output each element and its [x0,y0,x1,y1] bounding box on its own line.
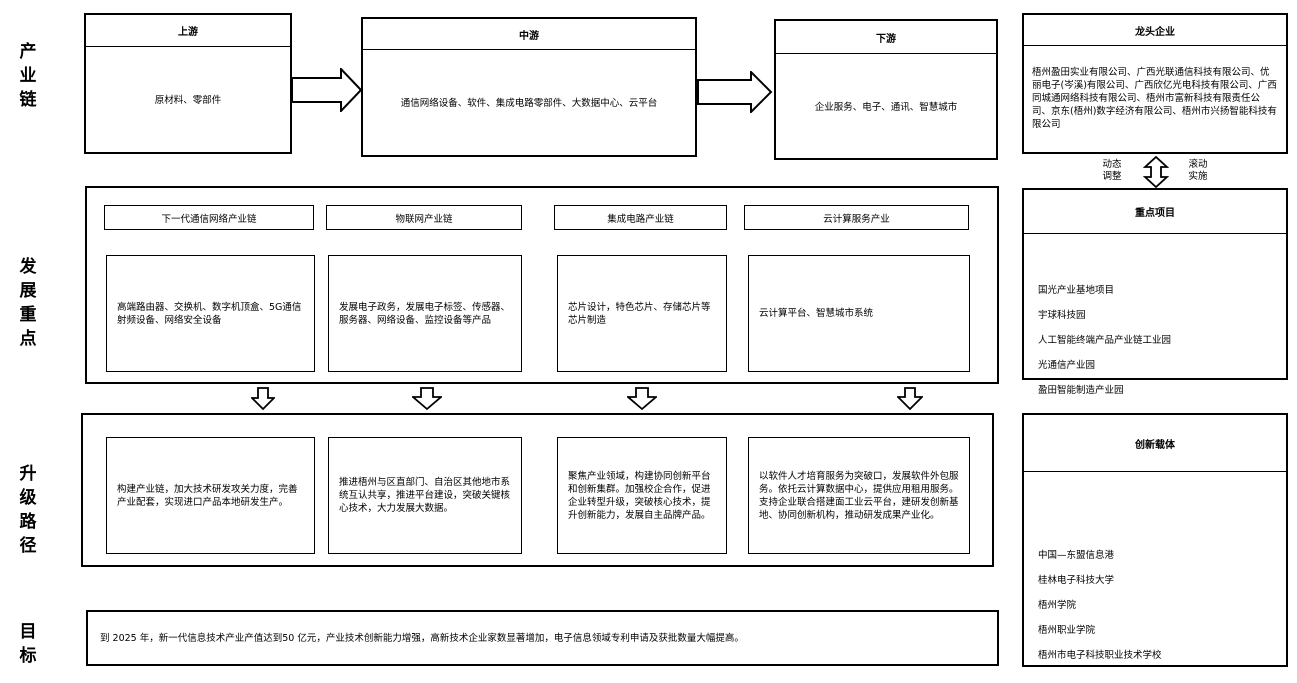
category-ic: 集成电路产业链 [554,205,727,230]
arrow-down-4 [897,387,923,411]
path-detail-1: 构建产业链，加大技术研发攻关力度，完善产业配套，实现进口产品本地研发生产。 [106,437,315,554]
focus-detail-next-gen-network: 高端路由器、交换机、数字机顶盒、5G通信射频设备、网络安全设备 [106,255,315,372]
upstream-content: 原材料、零部件 [154,95,222,106]
downstream-content: 企业服务、电子、通讯、智慧城市 [814,101,958,113]
midstream-box: 中游 通信网络设备、软件、集成电路零部件、大数据中心、云平台 [361,17,697,157]
midstream-title: 中游 [363,19,695,50]
category-iot: 物联网产业链 [326,205,522,230]
path-detail-2: 推进梧州与区直部门、自治区其他地市系统互认共享，推进平台建设，突破关键核心技术，… [328,437,522,554]
focus-detail-cloud: 云计算平台、智慧城市系统 [748,255,970,372]
midstream-content: 通信网络设备、软件、集成电路零部件、大数据中心、云平台 [400,98,658,109]
innovation-item: 中国—东盟信息港 [1038,549,1115,561]
key-project-item: 人工智能终端产品产业链工业园 [1038,334,1172,346]
innovation-carriers-title: 创新载体 [1024,415,1286,472]
key-project-item: 国光产业基地项目 [1038,284,1115,296]
key-project-item: 宇球科技园 [1038,309,1086,321]
dynamic-adjust-label: 动态 调整 [1102,159,1122,182]
category-cloud: 云计算服务产业 [744,205,969,230]
side-label-industry-chain: 产 业 链 [19,42,37,110]
side-label-goal: 目 标 [19,622,37,666]
focus-detail-iot: 发展电子政务，发展电子标签、传感器、服务器、网络设备、监控设备等产品 [328,255,522,372]
key-projects-box: 重点项目 国光产业基地项目 宇球科技园 人工智能终端产品产业链工业园 光通信产业… [1022,188,1288,396]
innovation-carriers-box: 创新载体 中国—东盟信息港 桂林电子科技大学 梧州学院 梧州职业学院 梧州市电子… [1022,413,1288,667]
innovation-item: 梧州学院 [1038,599,1077,611]
path-detail-4: 以软件人才培育服务为突破口，发展软件外包服务。依托云计算数据中心，提供应用租用服… [748,437,970,554]
double-arrow-icon [1143,156,1169,188]
arrow-right-1 [291,68,363,112]
side-label-development-focus: 发 展 重 点 [19,257,37,349]
side-label-upgrade-path: 升 级 路 径 [19,464,37,556]
rolling-implement-label: 滚动 实施 [1188,159,1208,182]
path-detail-3: 聚焦产业领域，构建协同创新平台和创新集群。加强校企合作，促进企业转型升级，突破核… [557,437,727,554]
arrow-down-1 [251,387,275,411]
innovation-item: 梧州职业学院 [1038,624,1096,636]
innovation-carriers-list: 中国—东盟信息港 桂林电子科技大学 梧州学院 梧州职业学院 梧州市电子科技职业技… [1038,537,1162,675]
arrow-right-2 [697,71,773,113]
downstream-box: 下游 企业服务、电子、通讯、智慧城市 [774,19,998,160]
arrow-down-2 [412,387,442,411]
key-projects-title: 重点项目 [1024,190,1286,234]
innovation-item: 桂林电子科技大学 [1038,574,1115,586]
upstream-title: 上游 [86,15,290,47]
key-project-item: 盈田智能制造产业园 [1038,384,1124,396]
innovation-item: 梧州市电子科技职业技术学校 [1038,649,1162,661]
category-next-gen-network: 下一代通信网络产业链 [104,205,314,230]
leading-enterprises-box: 龙头企业 梧州盈田实业有限公司、广西光联通信科技有限公司、优丽电子(岑溪)有限公… [1022,13,1288,154]
leading-enterprises-content: 梧州盈田实业有限公司、广西光联通信科技有限公司、优丽电子(岑溪)有限公司、广西欣… [1032,67,1277,130]
downstream-title: 下游 [776,21,996,54]
upstream-box: 上游 原材料、零部件 [84,13,292,154]
focus-detail-ic: 芯片设计，特色芯片、存储芯片等芯片制造 [557,255,727,372]
key-projects-list: 国光产业基地项目 宇球科技园 人工智能终端产品产业链工业园 光通信产业园 盈田智… [1038,272,1171,410]
arrow-down-3 [627,387,657,411]
key-project-item: 光通信产业园 [1038,359,1096,371]
leading-enterprises-title: 龙头企业 [1024,15,1286,46]
goal-box: 到 2025 年，新一代信息技术产业产值达到50 亿元，产业技术创新能力增强，高… [86,610,999,666]
